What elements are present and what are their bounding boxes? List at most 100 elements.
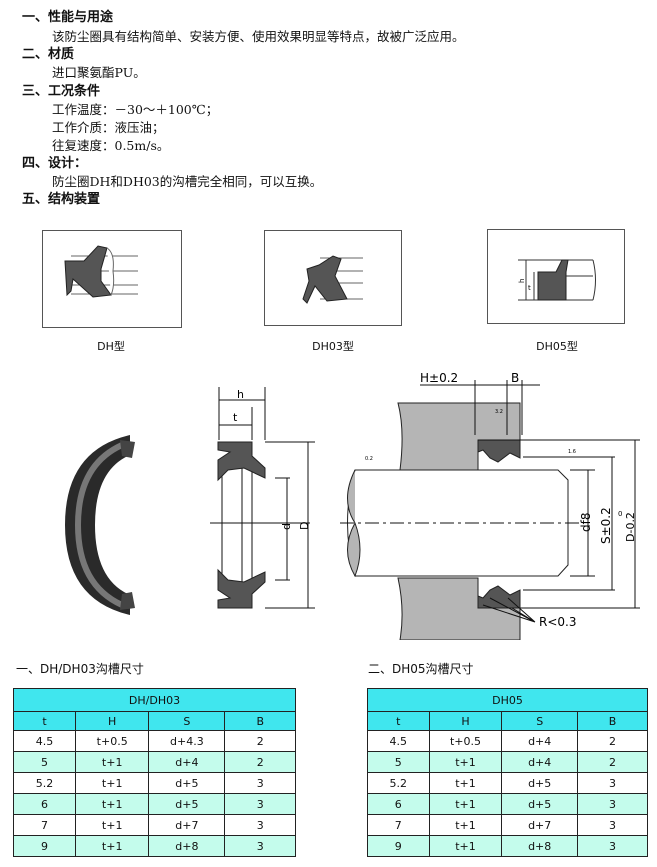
table-title-row: DH/DH03	[13, 688, 296, 712]
profile-dh-label: DH型	[97, 340, 125, 353]
profile-dh05-box: h t	[487, 229, 625, 324]
heading-material: 二、材质	[22, 47, 75, 62]
table-cell: 2	[224, 730, 296, 752]
table-cell: t+1	[428, 814, 503, 836]
table-cell: 3	[224, 793, 296, 815]
dim-D-tol-label: D-0.2	[624, 512, 637, 542]
seal-3d-icon	[65, 435, 135, 615]
column-header: B	[576, 711, 649, 731]
table-cell: d+4	[148, 751, 226, 773]
dh-profile-icon	[64, 245, 138, 298]
table-cell: d+5	[148, 793, 226, 815]
dim-t-label: t	[233, 411, 238, 424]
table-cell: t+1	[428, 772, 503, 794]
dh05-h-label: h	[518, 279, 526, 283]
column-header: t	[12, 711, 77, 731]
dh05-profile-icon: h t	[518, 259, 596, 301]
table-cell: 7	[12, 814, 77, 836]
table-cell: 3	[224, 772, 296, 794]
table-cell: 9	[12, 835, 77, 857]
heading-structure: 五、结构装置	[22, 192, 101, 207]
table-cell: 4.5	[367, 730, 430, 752]
roughness-16: 1.6	[568, 449, 576, 455]
table-cell: 6	[12, 793, 77, 815]
dim-h-label: h	[237, 388, 244, 401]
roughness-02: 0.2	[365, 456, 373, 462]
condition-temp: 工作温度：－30～＋100℃；	[52, 102, 219, 117]
table-cell: 6	[367, 793, 430, 815]
table-cell: t+1	[428, 751, 503, 773]
dim-D-tol-upper: 0	[618, 510, 622, 518]
table-cell: d+8	[501, 835, 578, 857]
table-dh05-title: 二、DH05沟槽尺寸	[368, 662, 474, 676]
heading-conditions: 三、工况条件	[22, 84, 101, 99]
table-cell: 3	[224, 835, 296, 857]
table-cell: 3	[576, 814, 649, 836]
seal-section-drawing: h t d D	[210, 387, 315, 609]
column-header: S	[148, 711, 226, 731]
table-cell: 5	[12, 751, 77, 773]
radius-label: R<0.3	[539, 615, 576, 629]
table-cell: 3	[576, 772, 649, 794]
table-cell: d+7	[501, 814, 578, 836]
table-cell: t+1	[75, 772, 150, 794]
condition-medium: 工作介质：液压油；	[52, 120, 165, 135]
dh03-profile-icon	[302, 255, 363, 304]
column-header: H	[428, 711, 503, 731]
column-header: B	[224, 711, 296, 731]
heading-performance: 一、性能与用途	[22, 10, 114, 25]
table-cell: 2	[576, 751, 649, 773]
table-cell: d+5	[148, 772, 226, 794]
table-cell: d+4	[501, 751, 578, 773]
table-cell: d+8	[148, 835, 226, 857]
dim-d-label: d	[280, 523, 293, 530]
dim-D-label: D	[298, 522, 311, 530]
table-cell: t+0.5	[428, 730, 503, 752]
table-cell: t+1	[75, 751, 150, 773]
material-text: 进口聚氨酯PU。	[52, 65, 146, 80]
profile-dh03-label: DH03型	[312, 340, 354, 353]
table-cell: 5.2	[12, 772, 77, 794]
table-title-row: DH05	[367, 688, 648, 712]
performance-text: 该防尘圈具有结构简单、安装方便、使用效果明显等特点，故被广泛应用。	[52, 29, 465, 44]
profile-dh03-box	[264, 230, 402, 326]
table-cell: 2	[576, 730, 649, 752]
table-cell: t+1	[428, 793, 503, 815]
table-cell: t+1	[75, 814, 150, 836]
installation-drawing: H±0.2 B df8 S±0.2 D-0.2 0 R<0.3 3.2 1.6 …	[340, 371, 640, 640]
design-text: 防尘圈DH和DH03的沟槽完全相同，可以互换。	[52, 174, 323, 189]
column-header: t	[367, 711, 430, 731]
column-header: S	[501, 711, 578, 731]
table-cell: t+1	[75, 835, 150, 857]
table-cell: 5.2	[367, 772, 430, 794]
table-name: DH05	[367, 688, 648, 712]
table-cell: d+4.3	[148, 730, 226, 752]
profile-dh-box	[42, 230, 182, 328]
table-cell: d+4	[501, 730, 578, 752]
table-cell: 2	[224, 751, 296, 773]
dim-S-label: S±0.2	[599, 507, 613, 544]
table-cell: t+0.5	[75, 730, 150, 752]
dim-H-label: H±0.2	[420, 371, 458, 385]
table-cell: 4.5	[12, 730, 77, 752]
roughness-32: 3.2	[495, 409, 503, 415]
table-cell: d+5	[501, 793, 578, 815]
dim-B-label: B	[511, 371, 519, 385]
table-cell: 7	[367, 814, 430, 836]
table-cell: 3	[224, 814, 296, 836]
dh05-t-label: t	[528, 284, 531, 292]
